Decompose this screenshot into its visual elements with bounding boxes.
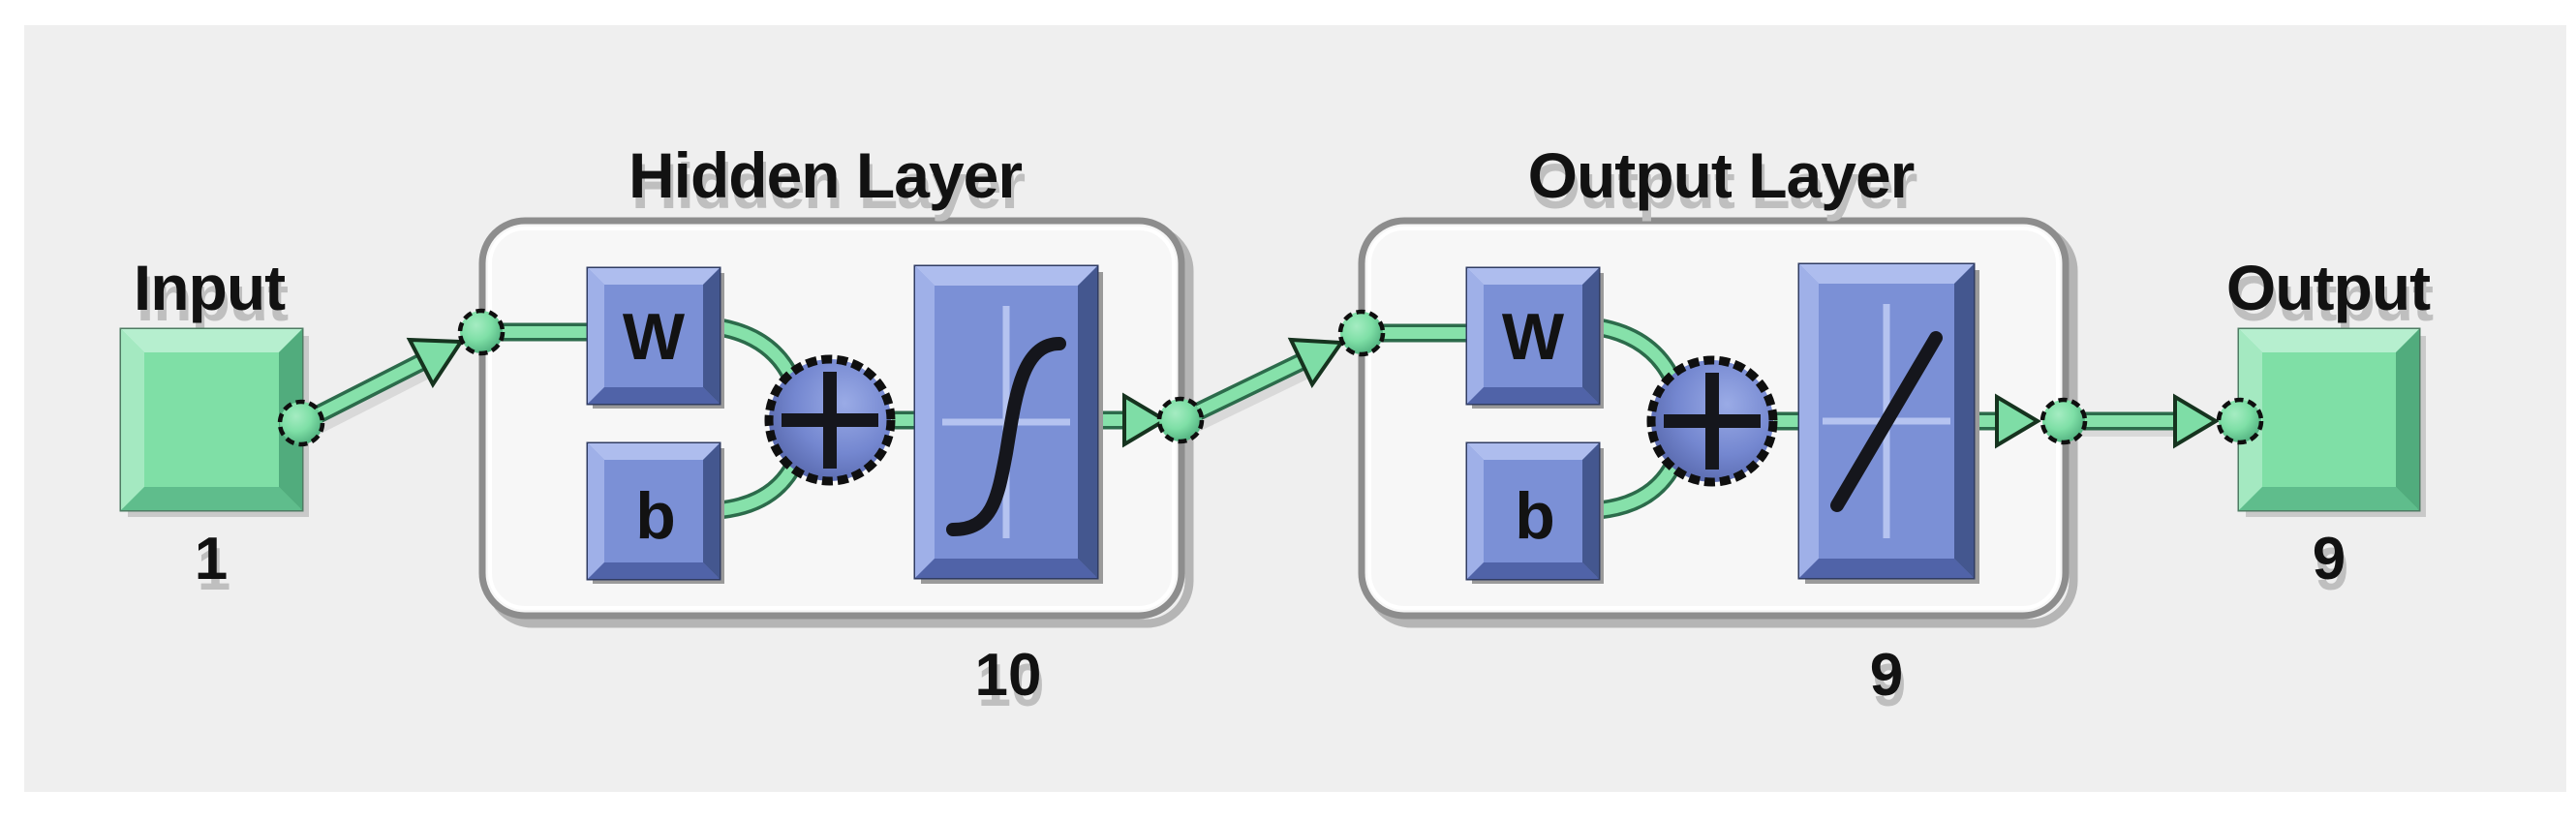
- output-weight-bevel-top: [1467, 268, 1599, 285]
- hidden-weight-label: W: [623, 300, 686, 374]
- output-layer-title-shadow: Output Layer: [1531, 150, 1917, 222]
- output-exit-arrowhead-icon: [1995, 393, 2041, 449]
- output-label-shadow: Output: [2229, 262, 2434, 334]
- output-bias-bevel-bottom: [1467, 562, 1599, 579]
- output-bias-to-sum-connector-core: [1598, 460, 1680, 516]
- arrowhead-icon: [1287, 337, 1345, 388]
- hidden-weight-bevel-top: [588, 268, 720, 285]
- input-label: Input: [134, 252, 286, 323]
- output-weight-bevel-bottom: [1467, 387, 1599, 404]
- hidden-entry-port-circle: [457, 308, 506, 356]
- output-layer-title: Output Layer: [1528, 139, 1915, 211]
- hidden-layer-internals: W b: [481, 264, 1169, 719]
- output-square-bevel-right: [2396, 329, 2419, 510]
- hidden-layer-title: Hidden Layer: [629, 139, 1022, 211]
- arrowhead-icon: [406, 337, 465, 388]
- hidden-layer-title-shadow: Hidden Layer: [631, 150, 1025, 222]
- output-entry-port-circle: [1337, 309, 1386, 357]
- input-label-shadow: Input: [137, 262, 289, 334]
- hidden-weight-to-sum-connector-core: [718, 321, 798, 382]
- output-weight-label: W: [1502, 300, 1565, 374]
- output-weight-bevel-right: [1582, 268, 1599, 404]
- input-square: [119, 327, 304, 512]
- output-square-bevel-top: [2239, 329, 2419, 352]
- output-activation-bevel-left: [1799, 264, 1819, 578]
- hidden-bias-bevel-top: [588, 443, 720, 460]
- hidden-neuron-count: 10: [975, 642, 1042, 709]
- input-square-bevel-left: [121, 329, 144, 510]
- output-square: [2237, 327, 2421, 512]
- output-sum-junction: [1646, 355, 1778, 487]
- hidden-activation-block: [913, 264, 1103, 584]
- output-weight-block: W: [1465, 266, 1604, 409]
- sigmoid-icon: [946, 337, 1066, 536]
- output-dimension-shadow: 9: [2315, 536, 2348, 603]
- output-exit-port-circle: [2039, 397, 2088, 445]
- arrowhead-icon: [2173, 393, 2220, 449]
- hidden-activation-bevel-top: [915, 266, 1097, 286]
- hidden-bias-block: b: [586, 441, 724, 584]
- input-port-circle: [277, 399, 325, 447]
- hidden-weight-bevel-right: [703, 268, 720, 404]
- hidden-weight-block: W: [586, 266, 724, 409]
- output-weight-bevel-left: [1467, 268, 1484, 404]
- output-dimension: 9: [2313, 526, 2346, 592]
- hidden-bias-bevel-bottom: [588, 562, 720, 579]
- output-bias-bevel-right: [1582, 443, 1599, 579]
- linear-icon: [1830, 331, 1943, 512]
- diagram-panel: [24, 25, 2566, 792]
- output-square-bevel-bottom: [2239, 487, 2419, 510]
- connection-input-to-hidden: [277, 308, 506, 447]
- hidden-activation-bevel-right: [1078, 266, 1097, 578]
- output-bias-bevel-top: [1467, 443, 1599, 460]
- hidden-bias-bevel-left: [588, 443, 604, 579]
- output-activation-bevel-right: [1954, 264, 1974, 578]
- hidden-exit-port-circle: [1156, 396, 1205, 444]
- hidden-weight-bevel-bottom: [588, 387, 720, 404]
- output-bias-label: b: [1515, 479, 1555, 553]
- input-block: Input Input 1 1: [119, 252, 309, 603]
- hidden-activation-bevel-bottom: [915, 559, 1097, 578]
- input-square-bevel-bottom: [121, 487, 302, 510]
- hidden-neuron-count-shadow: 10: [978, 652, 1045, 719]
- input-square-bevel-top: [121, 329, 302, 352]
- hidden-bias-bevel-right: [703, 443, 720, 579]
- input-dimension: 1: [195, 526, 228, 592]
- output-activation-block: [1797, 262, 1979, 584]
- output-activation-bevel-bottom: [1799, 559, 1974, 578]
- hidden-bias-to-sum-connector-core: [719, 460, 801, 516]
- output-bias-block: b: [1465, 441, 1604, 584]
- hidden-activation-bevel-left: [915, 266, 935, 578]
- hidden-exit-arrowhead-icon: [1122, 392, 1169, 448]
- hidden-weight-block-face: [586, 266, 721, 406]
- output-bias-bevel-left: [1467, 443, 1484, 579]
- output-block-port-circle: [2216, 397, 2264, 445]
- input-dimension-shadow: 1: [198, 536, 230, 603]
- output-neuron-count: 9: [1870, 642, 1903, 709]
- connection-hidden-to-output: [1156, 309, 1386, 444]
- hidden-sum-junction: [764, 354, 896, 486]
- output-weight-to-sum-connector-core: [1597, 321, 1678, 382]
- output-neuron-count-shadow: 9: [1873, 652, 1906, 719]
- hidden-weight-bevel-left: [588, 268, 604, 404]
- output-label: Output: [2226, 252, 2431, 323]
- connection-output-to-block: [2039, 393, 2264, 449]
- output-block: Output Output 9 9: [2226, 252, 2435, 603]
- output-activation-bevel-top: [1799, 264, 1974, 284]
- hidden-bias-label: b: [635, 479, 676, 553]
